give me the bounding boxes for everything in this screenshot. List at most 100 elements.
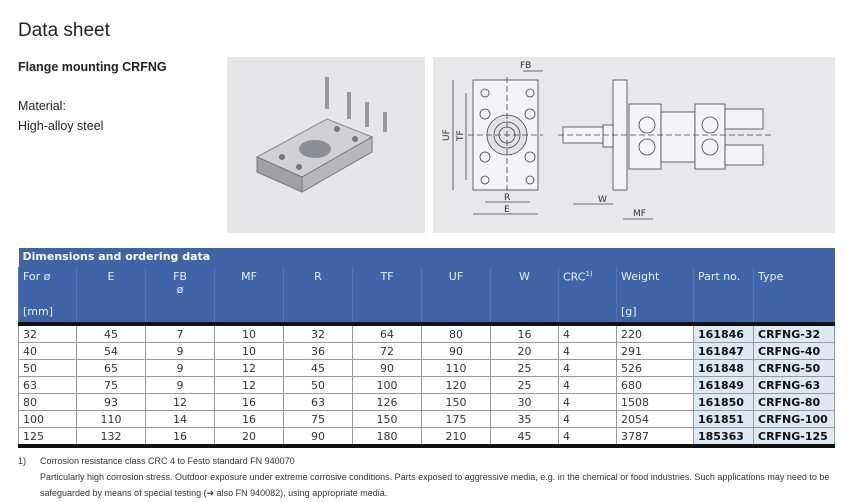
cell-diameter: 50 [18,359,77,377]
cell-weight: 220 [616,323,694,343]
cell-mf: 12 [214,376,284,394]
cell-weight: 526 [616,359,694,377]
cell-uf: 150 [421,393,491,411]
cell-diameter: 63 [18,376,77,394]
cell-fb: 9 [145,359,215,377]
cell-fb: 12 [145,393,215,411]
cell-weight: 3787 [616,427,694,448]
col-header-mf: MF [214,267,284,326]
cell-diameter: 125 [18,427,77,448]
cell-diameter: 40 [18,342,77,360]
cell-crc: 4 [558,376,617,394]
col-header-diameter: For ø[mm] [18,267,77,326]
col-header-part-no: Part no. [693,267,754,326]
label-tf: TF [456,130,466,142]
cell-part-no: 161846 [693,323,754,343]
cell-w: 45 [490,427,559,448]
cell-uf: 80 [421,323,491,343]
cell-e: 65 [76,359,146,377]
product-subtitle: Flange mounting CRFNG [18,60,167,74]
cell-fb: 9 [145,342,215,360]
table-caption: Dimensions and ordering data [18,248,835,267]
cell-diameter: 32 [18,323,77,343]
cell-crc: 4 [558,410,617,428]
cell-tf: 180 [352,427,422,448]
cell-crc: 4 [558,323,617,343]
material-value: High-alloy steel [18,119,104,133]
flange-photo-illustration [255,77,387,193]
cell-type: CRFNG-50 [753,359,835,377]
cell-w: 35 [490,410,559,428]
product-photo [227,57,425,233]
col-header-e: E [76,267,146,326]
cell-diameter: 80 [18,393,77,411]
cell-r: 75 [283,410,353,428]
label-e: E [504,205,510,215]
cell-crc: 4 [558,342,617,360]
cell-tf: 100 [352,376,422,394]
cell-uf: 210 [421,427,491,448]
cell-tf: 126 [352,393,422,411]
cell-weight: 680 [616,376,694,394]
cell-type: CRFNG-32 [753,323,835,343]
cell-crc: 4 [558,427,617,448]
technical-drawing: FB UF TF R E W MF [442,61,773,220]
cell-e: 54 [76,342,146,360]
cell-type: CRFNG-80 [753,393,835,411]
cell-fb: 16 [145,427,215,448]
cell-r: 90 [283,427,353,448]
dimensions-ordering-table: Dimensions and ordering data For ø[mm] E… [18,248,835,448]
footnote-line1: Corrosion resistance class CRC 4 to Fest… [40,456,295,466]
cell-e: 110 [76,410,146,428]
col-header-crc: CRC1) [558,267,617,326]
col-header-weight: Weight[g] [616,267,694,326]
cell-tf: 64 [352,323,422,343]
cell-uf: 120 [421,376,491,394]
cell-part-no: 185363 [693,427,754,448]
cell-mf: 16 [214,393,284,411]
label-fb: FB [520,61,531,71]
label-uf: UF [442,129,452,141]
col-header-w: W [490,267,559,326]
cell-tf: 90 [352,359,422,377]
material-info: Material: High-alloy steel [18,96,103,136]
cell-tf: 72 [352,342,422,360]
label-mf: MF [633,209,646,219]
page-title: Data sheet [18,20,110,41]
cell-part-no: 161851 [693,410,754,428]
label-w: W [598,195,607,205]
cell-w: 20 [490,342,559,360]
cell-part-no: 161848 [693,359,754,377]
cell-mf: 12 [214,359,284,377]
col-header-r: R [283,267,353,326]
cell-r: 45 [283,359,353,377]
cell-w: 25 [490,359,559,377]
cell-type: CRFNG-125 [753,427,835,448]
col-header-uf: UF [421,267,491,326]
cell-uf: 175 [421,410,491,428]
cell-mf: 20 [214,427,284,448]
cell-w: 16 [490,323,559,343]
cell-diameter: 100 [18,410,77,428]
cell-part-no: 161850 [693,393,754,411]
cell-r: 36 [283,342,353,360]
cell-mf: 10 [214,323,284,343]
cell-fb: 14 [145,410,215,428]
cell-part-no: 161847 [693,342,754,360]
cell-e: 75 [76,376,146,394]
cell-uf: 90 [421,342,491,360]
cell-e: 45 [76,323,146,343]
cell-type: CRFNG-63 [753,376,835,394]
cell-w: 30 [490,393,559,411]
cell-weight: 291 [616,342,694,360]
cell-crc: 4 [558,393,617,411]
cell-weight: 2054 [616,410,694,428]
